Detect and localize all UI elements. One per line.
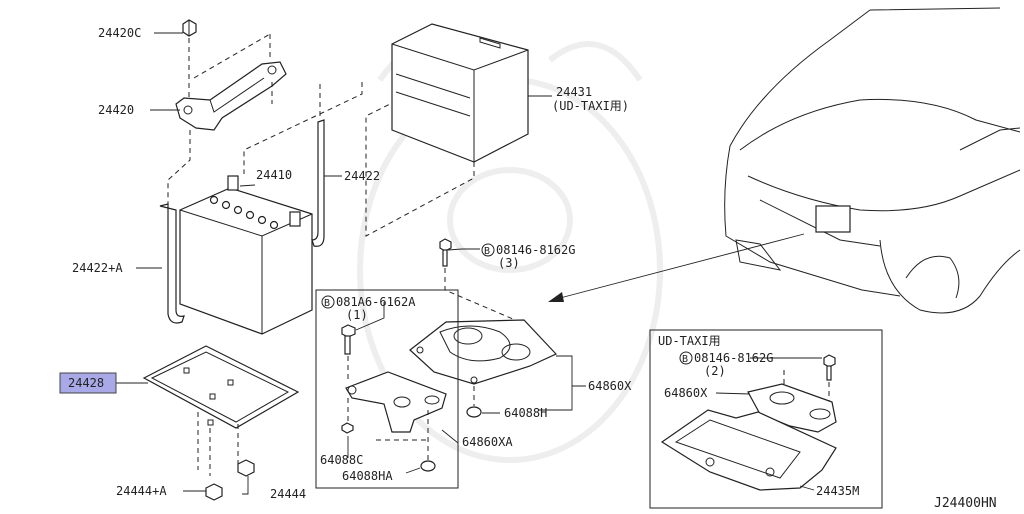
label-64088h[interactable]: 64088H	[504, 406, 547, 420]
label-24422a[interactable]: 24422+A	[72, 261, 123, 275]
grommet-64088h[interactable]	[466, 406, 482, 418]
battery-tray-24428[interactable]	[142, 345, 300, 429]
label-24431-note: (UD-TAXI用)	[552, 99, 629, 113]
j-bolt-24422a[interactable]	[159, 203, 185, 324]
bolt-inset-08146-8162g[interactable]	[823, 354, 836, 381]
battery-24410[interactable]	[179, 175, 313, 335]
svg-text:B: B	[682, 354, 688, 365]
nut-24420c[interactable]	[182, 19, 197, 37]
label-inset-bolt[interactable]: 08146-8162G	[694, 351, 773, 365]
bracket-64860xa[interactable]	[345, 371, 447, 433]
label-64860x[interactable]: 64860X	[588, 379, 632, 393]
bolt-08146-8162g[interactable]	[439, 238, 452, 267]
bolt-symbol-2: B	[321, 295, 335, 309]
label-bolt-qty-3: (3)	[498, 256, 520, 270]
label-inset-bolt-qty: (2)	[704, 364, 726, 378]
label-24420[interactable]: 24420	[98, 103, 134, 117]
tray-24435m[interactable]	[660, 409, 837, 491]
bolt-081a6-6162a[interactable]	[341, 324, 356, 355]
svg-text:B: B	[484, 246, 490, 257]
label-24444[interactable]: 24444	[270, 487, 306, 501]
j-bolt-24422[interactable]	[311, 119, 325, 247]
highlight-24428	[59, 372, 117, 394]
grommet-64088ha[interactable]	[420, 460, 436, 472]
label-24410[interactable]: 24410	[256, 168, 292, 182]
label-24422[interactable]: 24422	[344, 169, 380, 183]
label-24428[interactable]: 24428	[68, 376, 104, 390]
battery-location-marker	[815, 205, 851, 233]
label-24431[interactable]: 24431	[556, 85, 592, 99]
clip-24444[interactable]	[237, 459, 255, 477]
diagram-code: J24400HN	[934, 496, 997, 510]
leader-lines	[116, 32, 822, 495]
label-24435m[interactable]: 24435M	[816, 484, 859, 498]
label-bolt-081a6-6162a[interactable]: 081A6-6162A	[336, 295, 416, 309]
inset-box-ud-taxi	[649, 329, 883, 509]
label-64088ha[interactable]: 64088HA	[342, 469, 393, 483]
label-24420c[interactable]: 24420C	[98, 26, 141, 40]
svg-text:B: B	[324, 298, 330, 309]
battery-vent-caps	[209, 195, 279, 230]
hold-down-bracket-24420[interactable]	[175, 61, 287, 131]
label-bolt-08146-8162g[interactable]: 08146-8162G	[496, 243, 575, 257]
bolt-symbol-3: B	[679, 351, 693, 365]
inset-title: UD-TAXI用	[658, 334, 721, 348]
battery-case-24431[interactable]	[391, 23, 529, 163]
label-inset-64860x[interactable]: 64860X	[664, 386, 708, 400]
callout-labels: 24420C 24420 24410 24422 24422+A 24431 (…	[68, 26, 997, 511]
clip-24444a[interactable]	[205, 483, 223, 501]
mounting-bracket-64860x[interactable]	[409, 319, 558, 385]
bolt-symbol-1: B	[481, 243, 495, 257]
sub-assembly-box	[315, 289, 459, 489]
label-24444a[interactable]: 24444+A	[116, 484, 167, 498]
label-64088c[interactable]: 64088C	[320, 453, 363, 467]
vehicle-outline	[724, 7, 1021, 314]
label-bolt-qty-1: (1)	[346, 308, 368, 322]
label-64860xa[interactable]: 64860XA	[462, 435, 513, 449]
clip-64088c[interactable]	[341, 422, 354, 434]
location-arrow	[548, 233, 805, 302]
